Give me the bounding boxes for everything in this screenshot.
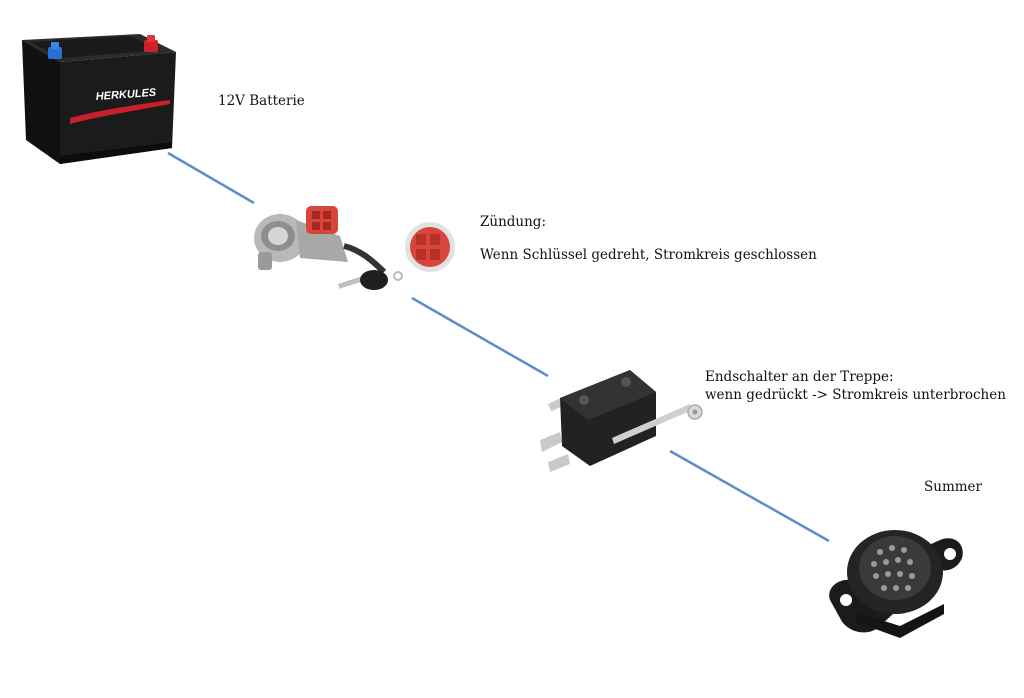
ignition-title: Zündung: <box>480 214 546 230</box>
limit-switch-description: wenn gedrückt -> Stromkreis unterbrochen <box>705 387 1006 403</box>
battery-icon: HERKULES ULTRA <box>22 34 176 164</box>
ignition-description: Wenn Schlüssel gedreht, Stromkreis gesch… <box>480 247 817 263</box>
buzzer-icon <box>829 530 963 638</box>
positive-terminal-icon <box>144 35 158 52</box>
negative-terminal-icon <box>48 42 62 59</box>
battery-brand-text: HERKULES <box>95 87 157 103</box>
limit-switch-title: Endschalter an der Treppe: <box>705 369 894 385</box>
ignition-connector-icon <box>405 222 455 272</box>
wire-battery-ignition <box>167 151 255 205</box>
key-icon <box>338 270 403 290</box>
wire-switch-buzzer <box>669 449 830 543</box>
battery-label: 12V Batterie <box>218 93 305 109</box>
limit-switch-icon <box>540 370 703 472</box>
battery-sub-text: ULTRA <box>128 105 145 112</box>
wire-ignition-switch <box>411 296 549 378</box>
ignition-lock-icon <box>254 206 387 275</box>
buzzer-label: Summer <box>924 479 982 495</box>
